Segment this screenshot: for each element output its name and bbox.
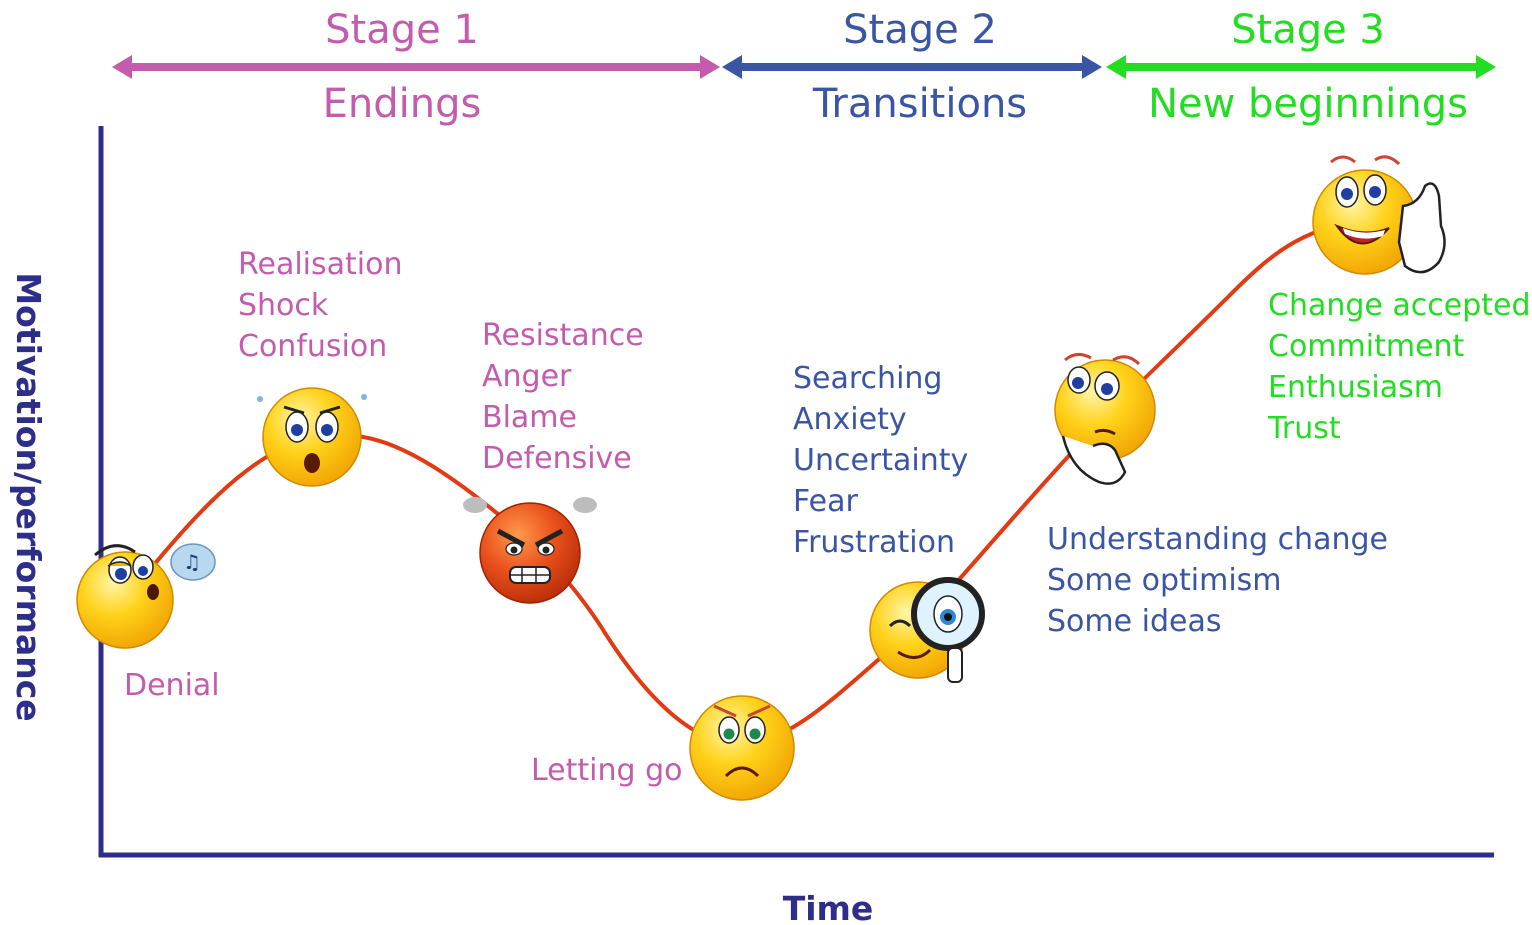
stage-3-subtitle: New beginnings: [1148, 81, 1468, 127]
stage-3-header: Stage 3 New beginnings: [1106, 7, 1496, 127]
stage-1-subtitle: Endings: [323, 81, 482, 127]
phase-letting-go-line: Letting go: [531, 753, 683, 788]
phase-searching-line: Searching: [793, 361, 942, 396]
phase-shock-line: Shock: [238, 288, 329, 323]
phase-resistance-line: Anger: [482, 359, 572, 394]
phase-shock-line: Realisation: [238, 247, 403, 282]
phase-resistance-line: Blame: [482, 400, 577, 435]
phase-acceptance-line: Commitment: [1268, 329, 1465, 364]
phase-acceptance-text: Change accepted Commitment Enthusiasm Tr…: [1267, 288, 1532, 446]
phase-understanding-line: Some ideas: [1047, 604, 1221, 639]
stage-1-arrow: [112, 55, 720, 79]
svg-text:♫: ♫: [183, 550, 201, 574]
phase-resistance-text: Resistance Anger Blame Defensive: [482, 318, 653, 476]
shocked-face-icon: [257, 387, 367, 487]
phase-acceptance-line: Enthusiasm: [1268, 370, 1443, 405]
stage-3-arrow: [1106, 55, 1496, 79]
phase-understanding-line: Some optimism: [1047, 563, 1282, 598]
stage-1-header: Stage 1 Endings: [112, 7, 720, 127]
stage-2-subtitle: Transitions: [812, 81, 1027, 127]
stage-3-title: Stage 3: [1231, 7, 1385, 53]
phase-letting-go-text: Letting go: [531, 753, 683, 788]
sad-face-icon: [689, 695, 795, 801]
phase-acceptance-line: Change accepted: [1268, 288, 1531, 323]
magnifier-face-icon: [869, 577, 985, 683]
phase-searching-text: Searching Anxiety Uncertainty Fear Frust…: [793, 361, 978, 560]
phase-denial-line: Denial: [124, 668, 220, 703]
phase-searching-line: Fear: [793, 484, 858, 519]
phase-resistance-line: Resistance: [482, 318, 644, 353]
phase-denial-text: Denial: [124, 668, 220, 703]
phase-acceptance-line: Trust: [1267, 411, 1341, 446]
stage-2-title: Stage 2: [843, 7, 997, 53]
phase-understanding-line: Understanding change: [1047, 522, 1388, 557]
stage-1-title: Stage 1: [325, 7, 479, 53]
y-axis-label: Motivation/performance: [9, 272, 48, 721]
angry-face-icon: [463, 497, 597, 604]
stage-2-header: Stage 2 Transitions: [722, 7, 1102, 127]
phase-searching-line: Anxiety: [793, 402, 907, 437]
phase-shock-line: Confusion: [238, 329, 387, 364]
phase-resistance-line: Defensive: [482, 441, 632, 476]
denial-face-icon: ♫: [76, 543, 216, 649]
thumbs-up-face-icon: [1312, 155, 1446, 275]
thinking-face-icon: [1054, 353, 1156, 485]
phase-shock-text: Realisation Shock Confusion: [238, 247, 412, 364]
x-axis-label: Time: [783, 889, 874, 925]
phase-searching-line: Frustration: [793, 525, 955, 560]
phase-searching-line: Uncertainty: [793, 443, 968, 478]
stage-2-arrow: [722, 55, 1102, 79]
phase-understanding-text: Understanding change Some optimism Some …: [1047, 522, 1398, 639]
